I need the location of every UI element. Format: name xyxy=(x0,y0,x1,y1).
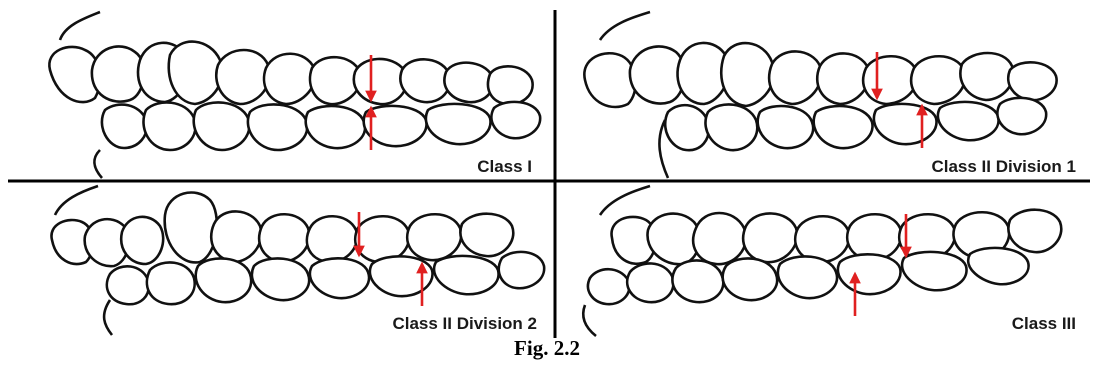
panel-label: Class III xyxy=(1012,314,1076,333)
dentition-drawing xyxy=(51,186,544,335)
panel-label: Class II Division 2 xyxy=(392,314,537,333)
panel-class-3: Class III xyxy=(583,186,1076,336)
panel-class-2-division-2: Class II Division 2 xyxy=(51,186,544,335)
figure-caption: Fig. 2.2 xyxy=(0,336,1094,361)
dentition-drawing xyxy=(584,12,1056,178)
occlusion-classes-figure: Class I Class II Division 1 xyxy=(0,0,1094,340)
panel-class-1: Class I xyxy=(49,12,540,178)
panel-label: Class I xyxy=(477,157,532,176)
dentition-drawing xyxy=(49,12,540,178)
panel-class-2-division-1: Class II Division 1 xyxy=(584,12,1076,178)
panel-label: Class II Division 1 xyxy=(931,157,1076,176)
dentition-drawing xyxy=(583,186,1061,336)
